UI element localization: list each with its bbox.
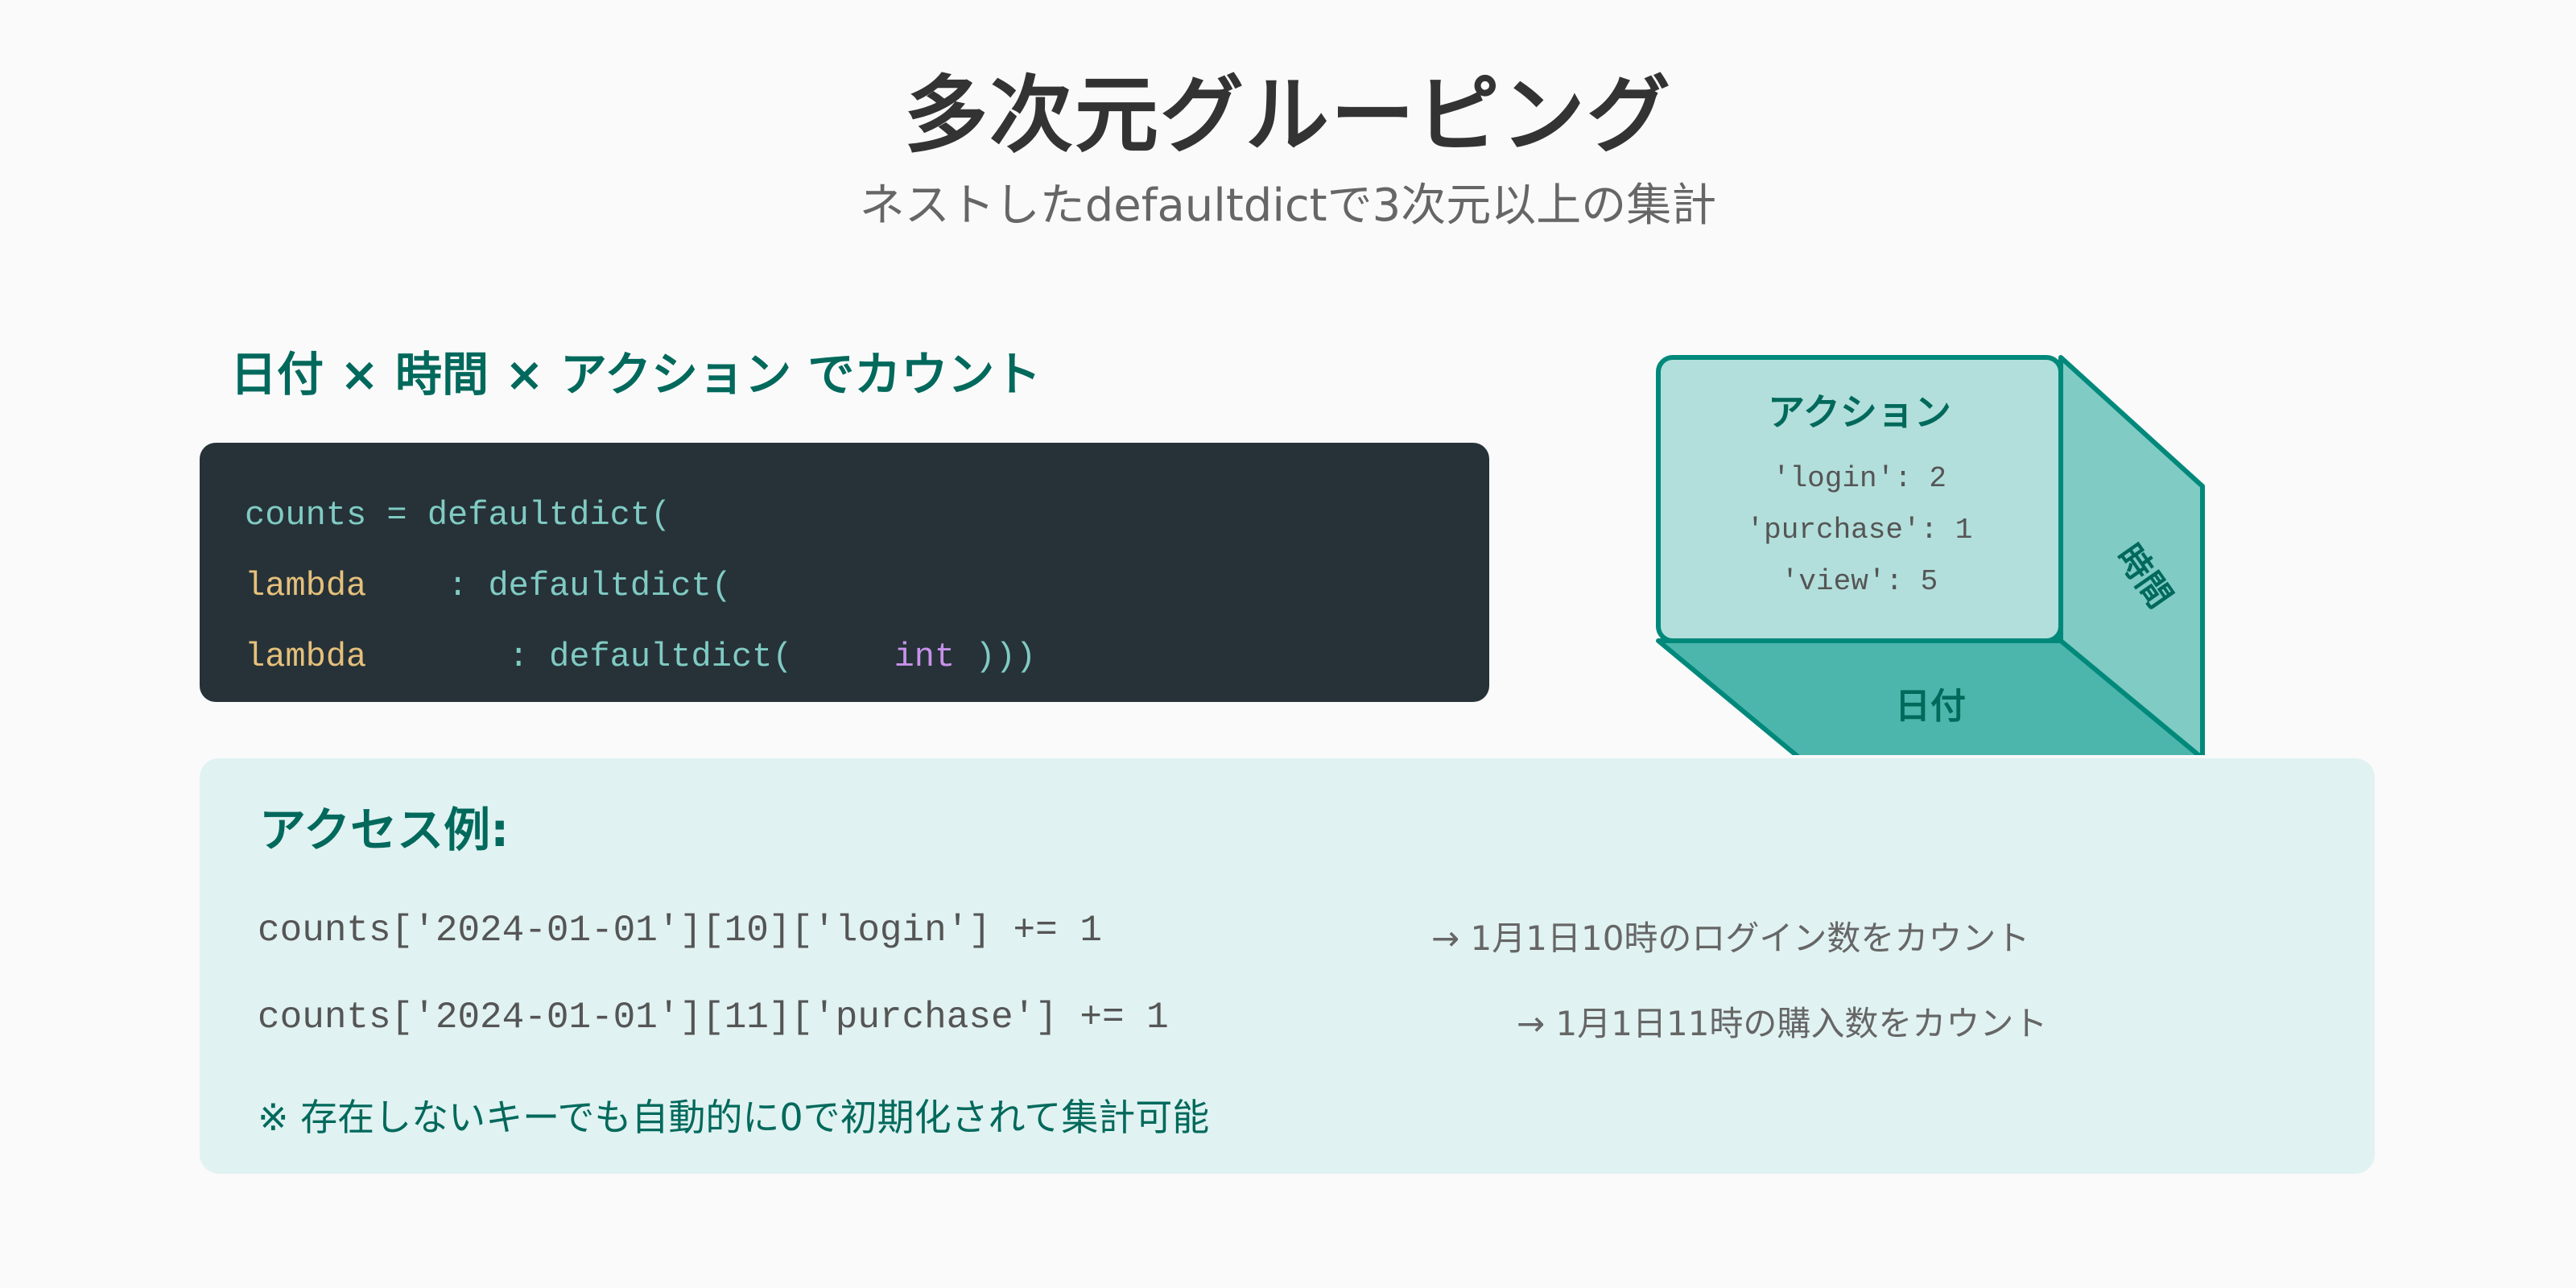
code-block: counts = defaultdict( lambda : defaultdi… [200, 443, 1489, 702]
access-title: アクセス例: [259, 803, 510, 857]
code-keyword: lambda [245, 567, 367, 605]
code-keyword: lambda [245, 638, 367, 676]
access-panel: アクセス例: counts['2024-01-01'][10]['login']… [200, 758, 2375, 1174]
code-line-3: lambda : defaultdict( int ))) [245, 638, 1036, 676]
access-example-code: counts['2024-01-01'][10]['login'] += 1 [258, 910, 1102, 952]
access-example-code: counts['2024-01-01'][11]['purchase'] += … [258, 997, 1169, 1038]
cube-front-item: 'login': 2 [1773, 462, 1946, 495]
code-text: counts = defaultdict( [245, 496, 671, 535]
cube-diagram: アクション 'login': 2 'purchase': 1 'view': 5… [1656, 355, 2205, 755]
cube-front-item: 'purchase': 1 [1747, 514, 1973, 547]
section-heading: 日付 × 時間 × アクション でカウント [230, 347, 1042, 402]
access-example-description: → 1月1日11時の購入数をカウント [1517, 1004, 2048, 1043]
cube-front-item: 'view': 5 [1781, 565, 1938, 598]
page-title: 多次元グルーピング [903, 66, 1672, 164]
code-gap [793, 638, 894, 676]
code-line-1: counts = defaultdict( [245, 496, 671, 535]
code-text: : defaultdict( [366, 567, 732, 605]
access-example-description: → 1月1日10時のログイン数をカウント [1431, 919, 2030, 958]
access-note: ※ 存在しないキーでも自動的に0で初期化されて集計可能 [258, 1096, 1210, 1139]
code-text: ))) [955, 638, 1037, 676]
page-subtitle: ネストしたdefaultdictで3次元以上の集計 [859, 180, 1717, 232]
code-line-2: lambda : defaultdict( [245, 567, 732, 605]
cube-bottom-label: 日付 [1895, 686, 1966, 727]
code-type: int [894, 638, 956, 676]
code-text: : defaultdict( [366, 638, 793, 676]
cube-front-title: アクション [1768, 390, 1951, 434]
cube-front-face [1656, 355, 2063, 643]
